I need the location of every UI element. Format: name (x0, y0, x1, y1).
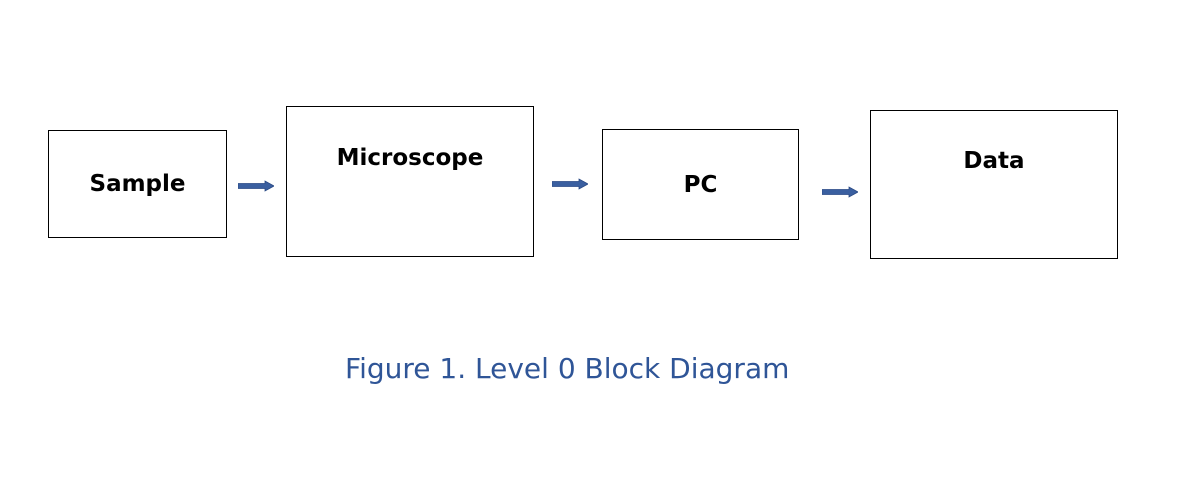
block-sample-label: Sample (89, 171, 186, 197)
block-microscope-label: Microscope (336, 145, 484, 171)
arrow-microscope-to-pc (552, 178, 588, 190)
arrow-sample-to-microscope (238, 180, 274, 192)
arrow-pc-to-data (822, 186, 858, 198)
figure-caption-number: Figure 1. (345, 352, 467, 385)
block-data: Data (870, 110, 1118, 259)
block-data-label: Data (963, 148, 1025, 174)
block-sample: Sample (48, 130, 227, 238)
figure-caption: Figure 1. Level 0 Block Diagram (345, 352, 789, 385)
block-microscope: Microscope (286, 106, 534, 257)
figure-caption-text: Level 0 Block Diagram (466, 352, 790, 385)
block-pc-label: PC (683, 171, 718, 198)
block-pc: PC (602, 129, 799, 240)
